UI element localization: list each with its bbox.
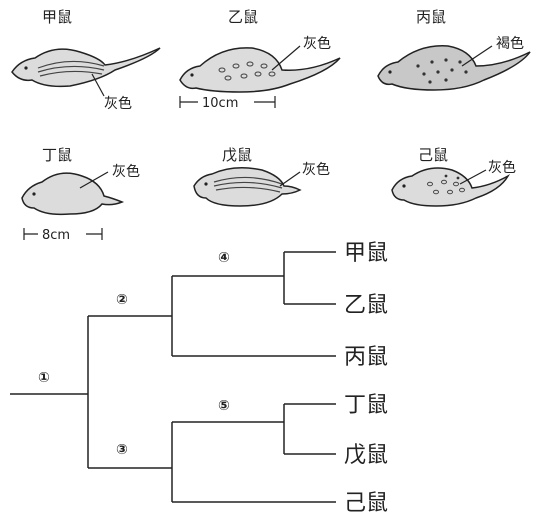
mouse-title-6: 己鼠 [418,146,448,164]
mouse-figure-2 [179,45,341,93]
classification-tree [10,251,336,503]
mouse-color-label-3: 褐色 [496,35,524,52]
tree-node-1: ① [38,370,50,386]
tree-leaf-5: 戊鼠 [344,443,388,468]
tree-node-4: ④ [218,250,230,266]
tree-leaf-2: 乙鼠 [344,293,388,318]
tree-leaf-6: 己鼠 [344,491,388,516]
mouse-color-label-2: 灰色 [303,35,331,52]
tree-leaf-1: 甲鼠 [344,241,388,266]
mouse-title-3: 丙鼠 [416,8,446,26]
mouse-figure-6 [391,167,510,207]
mouse-figure-4 [21,171,125,216]
tree-node-3: ③ [116,442,128,458]
mouse-color-label-5: 灰色 [302,161,330,178]
mouse-title-1: 甲鼠 [42,8,72,26]
mouse-color-label-4: 灰色 [112,163,140,180]
scale-label-10cm: 10cm [202,96,238,111]
mouse-title-2: 乙鼠 [228,8,258,26]
scale-bar-1 [179,94,276,110]
scale-bar-2 [23,226,103,242]
mouse-title-5: 戊鼠 [222,146,252,164]
mouse-figure-1 [11,47,161,97]
mouse-figure-5 [193,167,302,207]
tree-node-2: ② [116,292,128,308]
scale-label-8cm: 8cm [42,228,70,243]
tree-leaf-4: 丁鼠 [344,393,388,418]
mouse-title-4: 丁鼠 [42,146,72,164]
mouse-color-label-6: 灰色 [488,159,516,176]
tree-node-5: ⑤ [218,398,230,414]
mouse-color-label-1: 灰色 [104,95,132,112]
tree-leaf-3: 丙鼠 [344,345,388,370]
mouse-figure-3 [377,45,531,91]
